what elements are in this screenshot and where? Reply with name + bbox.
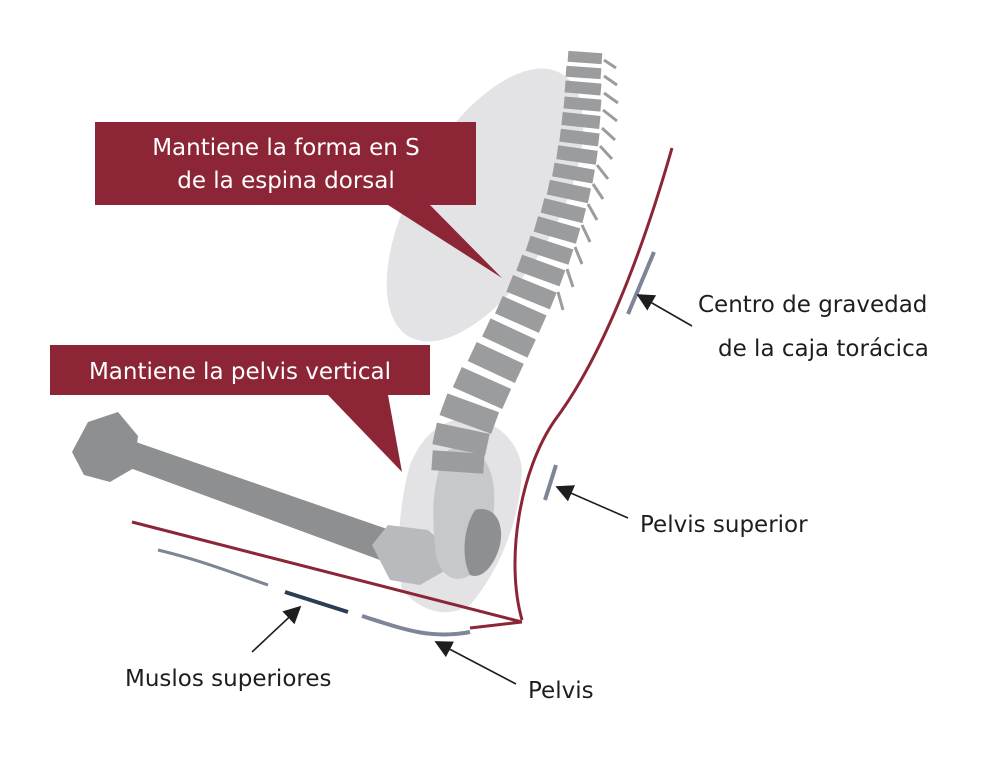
callout-spine: Mantiene la forma en S de la espina dors… — [95, 122, 502, 278]
label-ribcage-line1: Centro de gravedad — [698, 292, 927, 318]
label-ribcage-line2: de la caja torácica — [718, 336, 929, 362]
vertebra — [467, 341, 524, 383]
backrest-line — [513, 147, 674, 621]
label-upper-pelvis: Pelvis superior — [555, 485, 808, 538]
femur-hip-end — [372, 525, 448, 585]
upper-pelvis-contact-line — [543, 464, 558, 501]
spinous-processes — [556, 58, 619, 311]
vertebra — [516, 254, 566, 287]
label-upper-pelvis-text: Pelvis superior — [640, 512, 808, 538]
ribcage-contact-line — [626, 251, 656, 315]
vertebra — [565, 65, 602, 80]
spine — [431, 50, 603, 474]
callout-spine-line1: Mantiene la forma en S — [152, 135, 420, 161]
callout-pelvis-box — [50, 345, 430, 472]
vertebra — [559, 128, 600, 147]
thigh-contact-line — [157, 548, 269, 587]
vertebra — [567, 50, 603, 65]
torso-silhouette — [386, 68, 584, 342]
arrow-ribcage — [636, 294, 693, 327]
vertebra — [563, 96, 602, 112]
label-thighs-text: Muslos superiores — [125, 666, 331, 692]
label-ribcage: Centro de gravedad de la caja torácica — [636, 292, 929, 362]
vertebra — [525, 235, 574, 265]
vertebra — [552, 162, 595, 184]
thigh-highlight-line — [284, 590, 349, 614]
vertebra — [564, 80, 602, 96]
vertebra — [556, 145, 598, 165]
vertebra — [561, 112, 601, 129]
vertebra — [452, 366, 512, 410]
vertebra — [431, 450, 485, 474]
arrow-upper-pelvis — [555, 485, 629, 519]
pelvis-contact-line — [361, 614, 471, 637]
arrow-pelvis — [434, 641, 517, 685]
seat-line — [131, 520, 523, 624]
label-thighs: Muslos superiores — [125, 605, 331, 692]
femur-knee-end — [72, 412, 138, 482]
arrow-thighs — [251, 605, 302, 653]
label-pelvis-text: Pelvis — [528, 678, 594, 704]
callout-pelvis-line1: Mantiene la pelvis vertical — [89, 359, 391, 385]
callout-pelvis: Mantiene la pelvis vertical — [50, 345, 430, 472]
label-pelvis: Pelvis — [434, 641, 594, 704]
vertebra — [439, 393, 500, 434]
femur-bone — [130, 440, 390, 560]
vertebra — [482, 318, 536, 358]
vertebra — [533, 216, 581, 244]
vertebra — [506, 275, 557, 310]
vertebra — [540, 198, 587, 224]
callout-spine-line2: de la espina dorsal — [177, 168, 395, 194]
callout-spine-box — [95, 122, 502, 278]
seat-line-front — [469, 620, 523, 630]
sacrum-bone — [464, 509, 502, 576]
vertebra — [546, 179, 591, 204]
vertebra — [432, 422, 490, 456]
vertebra — [495, 296, 547, 333]
